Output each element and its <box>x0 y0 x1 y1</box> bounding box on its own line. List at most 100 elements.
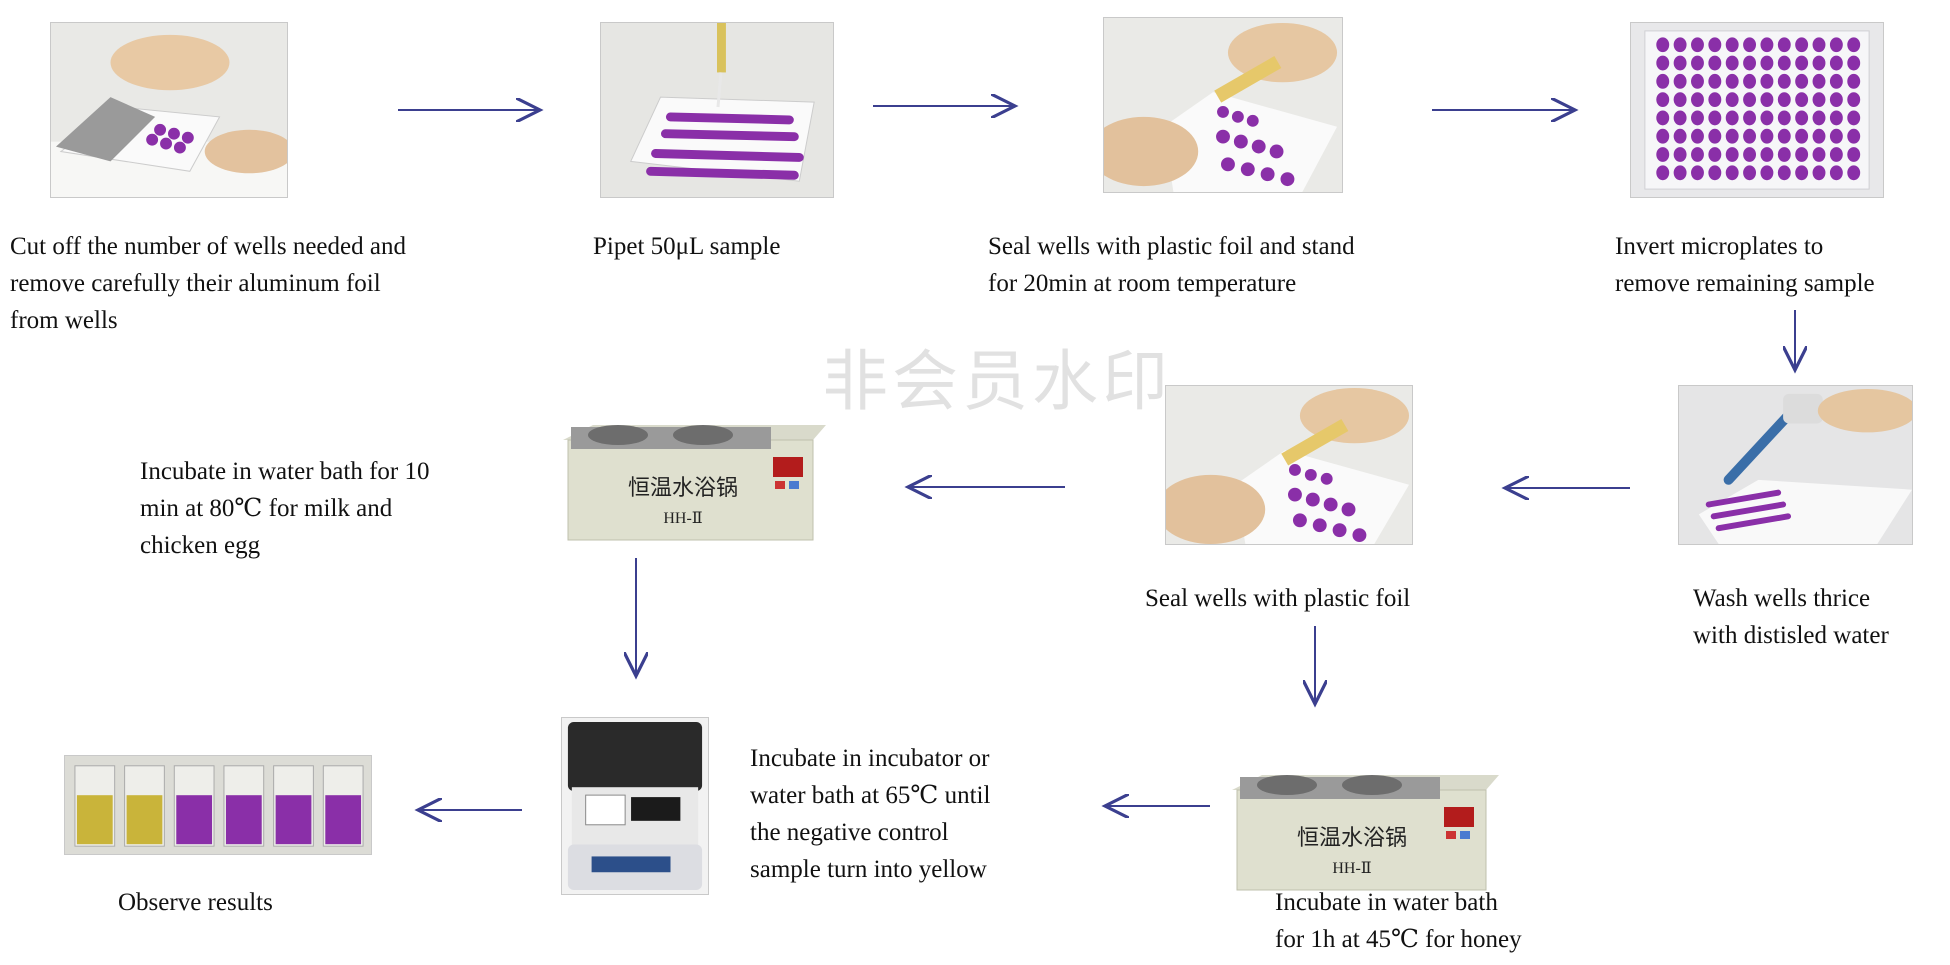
plate-well <box>1691 147 1704 162</box>
plate-well <box>1812 165 1826 181</box>
plate-well <box>1656 73 1670 89</box>
plate-well <box>1656 128 1670 144</box>
step-1-caption: Cut off the number of wells needed and r… <box>10 233 406 334</box>
step-8-bath-label-2: HH-Ⅱ <box>1332 860 1371 877</box>
plate-well <box>1691 92 1704 108</box>
result-liquid <box>176 795 213 845</box>
plate-well <box>1847 73 1861 89</box>
step-3-caption: Seal wells with plastic foil and stand f… <box>988 233 1355 297</box>
plate-well <box>1777 92 1791 108</box>
plate-well <box>1847 128 1861 144</box>
plate-well <box>1656 55 1670 71</box>
plate-well <box>1725 128 1739 144</box>
plate-well <box>1691 73 1704 89</box>
plate-well <box>1777 147 1791 162</box>
plate-well <box>1760 165 1774 181</box>
plate-well <box>1656 110 1670 126</box>
plate-well <box>1795 147 1809 162</box>
plate-well <box>1829 55 1843 71</box>
plate-well <box>1812 147 1826 162</box>
step-2-image <box>600 22 834 198</box>
plate-well <box>1673 92 1687 108</box>
plate-well <box>1725 73 1739 89</box>
plate-well <box>1656 92 1670 108</box>
plate-well <box>1725 92 1739 108</box>
plate-well <box>1760 128 1774 144</box>
plate-well <box>1743 128 1757 144</box>
result-liquid <box>275 795 312 845</box>
result-liquid <box>225 795 262 845</box>
plate-well <box>1812 110 1826 126</box>
plate-well <box>1795 110 1809 126</box>
plate-well <box>1795 37 1809 53</box>
step-5-image <box>1678 385 1913 545</box>
plate-well <box>1708 165 1722 181</box>
step-7-image: 恒温水浴锅 HH-Ⅱ <box>563 385 826 550</box>
plate-well <box>1708 92 1722 108</box>
result-liquid <box>126 795 163 845</box>
plate-well <box>1691 37 1704 53</box>
plate-well <box>1812 55 1826 71</box>
step-3-image <box>1103 17 1343 193</box>
plate-well <box>1829 165 1843 181</box>
step-7-bath-label-2: HH-Ⅱ <box>663 510 702 527</box>
plate-well <box>1708 73 1722 89</box>
result-liquid <box>325 795 362 845</box>
plate-well <box>1691 165 1704 181</box>
plate-well <box>1691 128 1704 144</box>
step-2-caption: Pipet 50μL sample <box>593 233 781 260</box>
step-6-image <box>1165 385 1413 545</box>
plate-well <box>1795 92 1809 108</box>
plate-well <box>1847 37 1861 53</box>
plate-well <box>1743 165 1757 181</box>
step-10-image <box>64 755 372 855</box>
result-liquid <box>76 795 113 845</box>
step-9-caption: Incubate in incubator or water bath at 6… <box>750 745 991 883</box>
plate-well <box>1829 37 1843 53</box>
plate-well <box>1673 110 1687 126</box>
step-4-image <box>1630 22 1884 198</box>
watermark-text: 非会员水印 <box>822 343 1172 420</box>
plate-well <box>1795 128 1809 144</box>
plate-well <box>1812 73 1826 89</box>
plate-well <box>1708 128 1722 144</box>
plate-well <box>1795 165 1809 181</box>
step-8-bath-label-1: 恒温水浴锅 <box>1297 825 1407 850</box>
plate-well <box>1829 128 1843 144</box>
plate-well <box>1760 110 1774 126</box>
plate-well <box>1829 110 1843 126</box>
plate-well <box>1743 73 1757 89</box>
plate-well <box>1743 37 1757 53</box>
plate-well <box>1743 110 1757 126</box>
plate-well <box>1673 73 1687 89</box>
plate-well <box>1725 165 1739 181</box>
plate-well <box>1673 55 1687 71</box>
plate-well <box>1760 92 1774 108</box>
step-8-image: 恒温水浴锅 HH-Ⅱ <box>1232 735 1499 900</box>
plate-well <box>1708 110 1722 126</box>
step-7-caption: Incubate in water bath for 10 min at 80℃… <box>140 458 430 559</box>
plate-well <box>1656 165 1670 181</box>
plate-well <box>1691 55 1704 71</box>
plate-well <box>1777 73 1791 89</box>
plate-well <box>1708 147 1722 162</box>
plate-well <box>1812 128 1826 144</box>
step-7-bath-label-1: 恒温水浴锅 <box>628 475 738 500</box>
plate-well <box>1656 147 1670 162</box>
plate-well <box>1829 147 1843 162</box>
plate-well <box>1673 147 1687 162</box>
plate-well <box>1829 92 1843 108</box>
plate-well <box>1760 37 1774 53</box>
plate-well <box>1829 73 1843 89</box>
plate-well <box>1812 37 1826 53</box>
plate-well <box>1777 165 1791 181</box>
step-9-image <box>561 717 709 895</box>
plate-well <box>1777 37 1791 53</box>
plate-well <box>1760 73 1774 89</box>
plate-well <box>1847 147 1861 162</box>
plate-well <box>1847 110 1861 126</box>
plate-well <box>1673 37 1687 53</box>
plate-well <box>1725 110 1739 126</box>
plate-well <box>1847 165 1861 181</box>
plate-well <box>1777 110 1791 126</box>
